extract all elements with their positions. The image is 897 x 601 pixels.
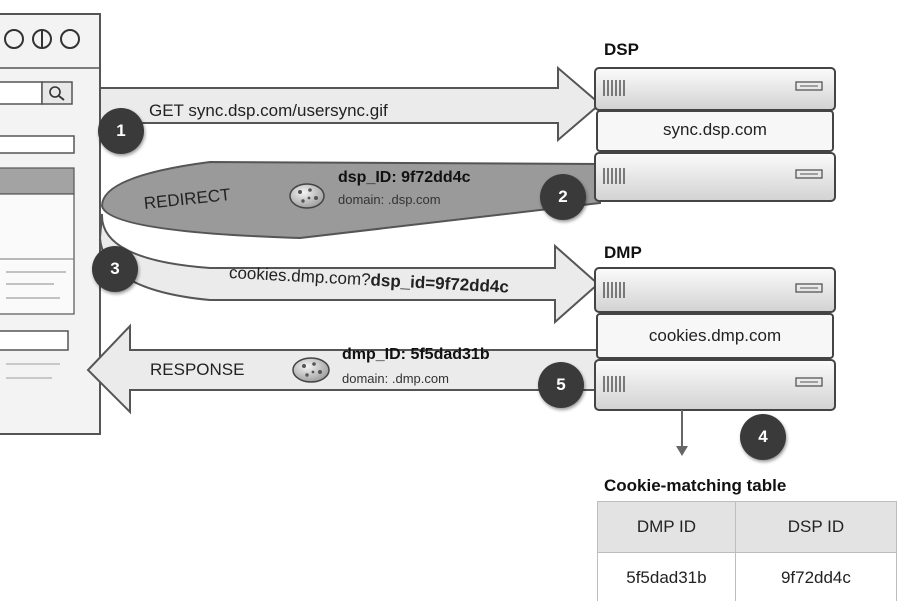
cookie-matching-table: DMP ID DSP ID 5f5dad31b 9f72dd4c: [597, 501, 897, 601]
window-control-icons: [4, 29, 80, 49]
step-3-badge: 3: [92, 246, 138, 292]
search-icon: [41, 81, 73, 105]
get-request-label: GET sync.dsp.com/usersync.gif: [149, 101, 388, 120]
table-header-row: DMP ID DSP ID: [597, 501, 897, 553]
response-cookie-domain: domain: .dmp.com: [342, 371, 449, 386]
table-row: 5f5dad31b 9f72dd4c: [597, 552, 897, 601]
column-header-dmp-id: DMP ID: [597, 501, 736, 553]
response-arrow: [86, 323, 601, 415]
table-cell-dmp-id: 5f5dad31b: [597, 552, 736, 601]
step-4-badge: 4: [740, 414, 786, 460]
get-request-arrow: [99, 65, 602, 143]
cookie-icon: [292, 357, 330, 383]
redirect-cookie-domain: domain: .dsp.com: [338, 192, 441, 207]
dsp-host-label: sync.dsp.com: [663, 120, 767, 139]
column-header-dsp-id: DSP ID: [734, 501, 897, 553]
browser-window-icon: [0, 13, 101, 435]
cookie-icon: [289, 183, 325, 209]
server-icon: [594, 267, 836, 411]
dmp-host-label: cookies.dmp.com: [648, 326, 782, 345]
response-label: RESPONSE: [150, 360, 245, 379]
step-5-badge: 5: [538, 362, 584, 408]
table-title: Cookie-matching table: [604, 476, 787, 495]
response-cookie-id: dmp_ID: 5f5dad31b: [342, 346, 490, 363]
table-pointer-arrow: [676, 410, 688, 456]
table-cell-dsp-id: 9f72dd4c: [734, 552, 897, 601]
redirect-band: [100, 160, 601, 240]
dmp-title: DMP: [604, 243, 642, 262]
server-icon: [594, 67, 836, 202]
step-2-badge: 2: [540, 174, 586, 220]
redirect-cookie-id: dsp_ID: 9f72dd4c: [338, 169, 471, 186]
dsp-title: DSP: [604, 40, 639, 59]
step-1-badge: 1: [98, 108, 144, 154]
